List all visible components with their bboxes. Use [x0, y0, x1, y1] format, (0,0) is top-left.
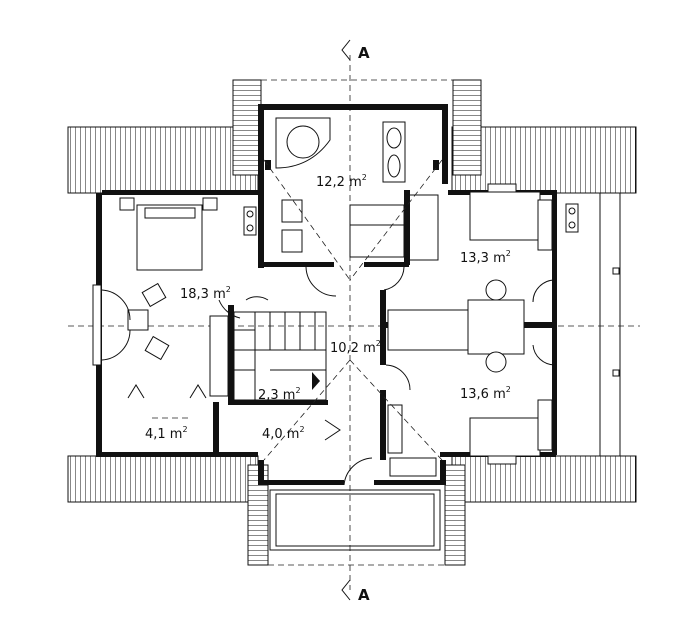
armchair-icon — [141, 282, 167, 308]
room-area-stair: 2,3 m2 — [258, 386, 301, 403]
section-label-bottom: A — [358, 586, 370, 604]
chimneys — [243, 160, 579, 236]
bathtub-icon — [275, 117, 331, 169]
chair-icon — [485, 279, 507, 301]
room-area-hall: 10,2 m2 — [330, 339, 381, 356]
closet-left-door — [152, 299, 241, 419]
shower-icon — [382, 121, 406, 183]
chair-icon — [485, 351, 507, 373]
bed-icon — [469, 417, 541, 457]
room-area-room-right-bottom: 13,6 m2 — [460, 385, 511, 402]
bathroom-fixtures — [275, 117, 439, 261]
room-area-bedroom-left: 18,3 m2 — [180, 285, 231, 302]
roof-valleys — [263, 159, 443, 461]
bidet-icon — [281, 229, 303, 253]
room-labels: 12,2 m2 18,3 m2 13,3 m2 10,2 m2 13,6 m2 … — [145, 173, 511, 442]
right-rooms-furniture — [387, 183, 553, 477]
section-line: A A — [341, 39, 370, 604]
cabinet-icon — [349, 204, 405, 258]
bedroom-left-furniture — [92, 197, 229, 399]
room-area-bathroom: 12,2 m2 — [316, 173, 367, 190]
doors — [245, 266, 556, 486]
section-label-top: A — [358, 44, 370, 62]
right-terrace — [599, 193, 621, 456]
bed-icon — [136, 204, 203, 271]
balcony — [269, 489, 441, 551]
desk-icon — [467, 299, 525, 355]
bed-icon — [469, 191, 541, 241]
roof-areas — [67, 79, 637, 566]
room-area-room-right-top: 13,3 m2 — [460, 249, 511, 266]
shelf-icon — [387, 309, 469, 351]
toilet-icon — [281, 199, 303, 223]
room-area-closet-left: 4,1 m2 — [145, 425, 188, 442]
room-area-corridor: 4,0 m2 — [262, 425, 305, 442]
stair — [233, 311, 327, 401]
armchair-icon — [144, 335, 170, 361]
sofa-icon — [209, 315, 229, 397]
stair-arrow-icon — [312, 372, 320, 390]
table-icon — [127, 309, 149, 331]
